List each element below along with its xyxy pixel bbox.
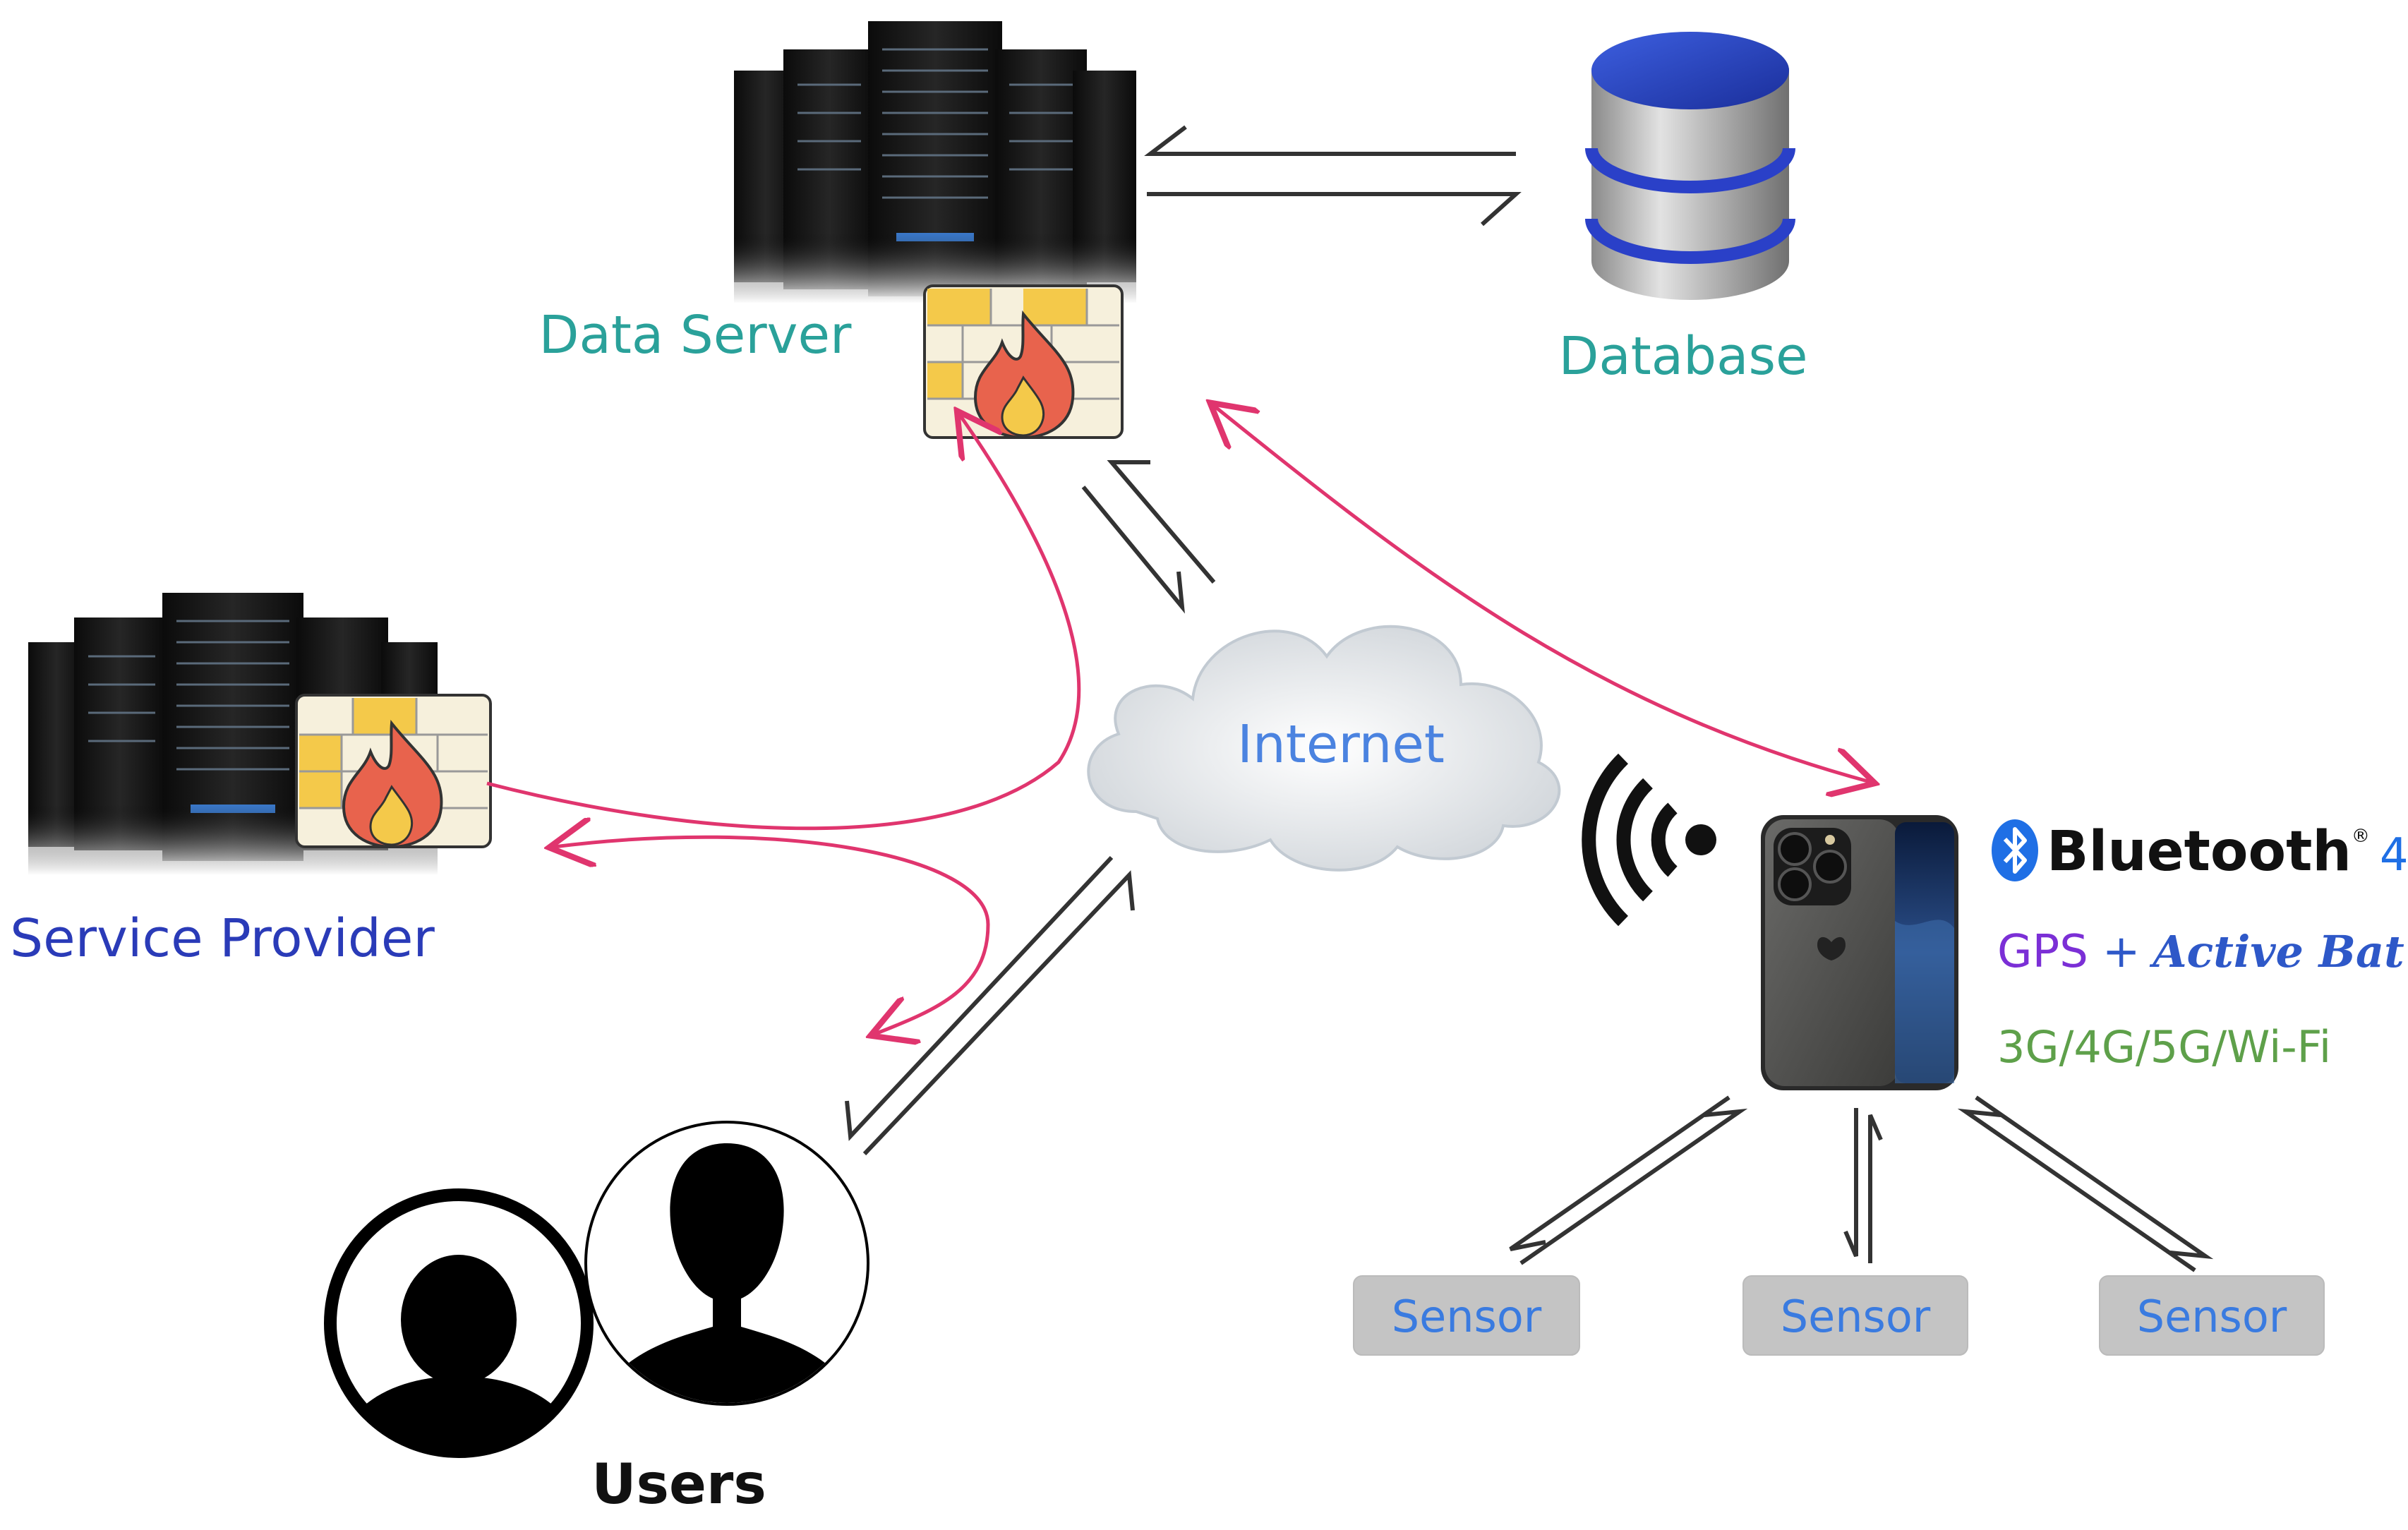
wifi-icon (1582, 753, 1716, 927)
sensor-label: Sensor (2137, 1291, 2287, 1342)
active-bat-label: Active Bat (2149, 926, 2404, 977)
bluetooth-version: 4.0 (2380, 829, 2408, 881)
smartphone-icon (1761, 815, 1958, 1090)
bluetooth-label: Bluetooth® 4.0 (2047, 820, 2408, 884)
internet-label: Internet (1237, 714, 1445, 775)
database-label: Database (1558, 326, 1807, 387)
sensor-box (1353, 1275, 1580, 1356)
location-tech-label: GPS+Active Bat1 (1997, 924, 2408, 978)
sensor-box (1742, 1275, 1968, 1356)
sensor-node: Sensor (2099, 1275, 2325, 1356)
sensor-node: Sensor (1742, 1275, 1968, 1356)
server-internet-arrows (1081, 460, 1216, 614)
gps-label: GPS (1997, 926, 2088, 978)
sensor-node: Sensor (1353, 1275, 1580, 1356)
server-database-arrows (1144, 125, 1522, 227)
users-label: Users (591, 1453, 766, 1517)
user-icon (324, 1188, 594, 1458)
plus-sign: + (2102, 926, 2141, 978)
sensor-label: Sensor (1781, 1291, 1931, 1342)
bluetooth-icon (1992, 819, 2038, 881)
internet-users-arrows (845, 855, 1135, 1156)
firewall-icon (923, 284, 1124, 440)
phone-specs: Bluetooth®4.0 GPS+Active Bat1 3G/4G/5G/W… (1992, 819, 2408, 1073)
internet-node: Internet (1087, 625, 1561, 872)
user-icon (584, 1121, 869, 1406)
data-server-node: Data Server (539, 21, 1136, 440)
firewall-icon (295, 694, 492, 849)
network-label: 3G/4G/5G/Wi-Fi (1997, 1021, 2331, 1073)
bluetooth-word: Bluetooth (2047, 820, 2352, 884)
sensor-box (2099, 1275, 2325, 1356)
data-flow-curves (486, 406, 1870, 1034)
server-rack-icon (734, 21, 1136, 303)
sensor-label: Sensor (1392, 1291, 1542, 1342)
users-node: Users (324, 1121, 869, 1517)
service-provider-node: Service Provider (10, 593, 492, 969)
database-node: Database (1558, 32, 1808, 387)
service-provider-label: Service Provider (10, 908, 435, 969)
registered-mark: ® (2352, 826, 2370, 847)
phone-sensor-arrows (1509, 1095, 2214, 1272)
data-server-label: Data Server (539, 305, 852, 366)
database-icon (1585, 32, 1795, 300)
